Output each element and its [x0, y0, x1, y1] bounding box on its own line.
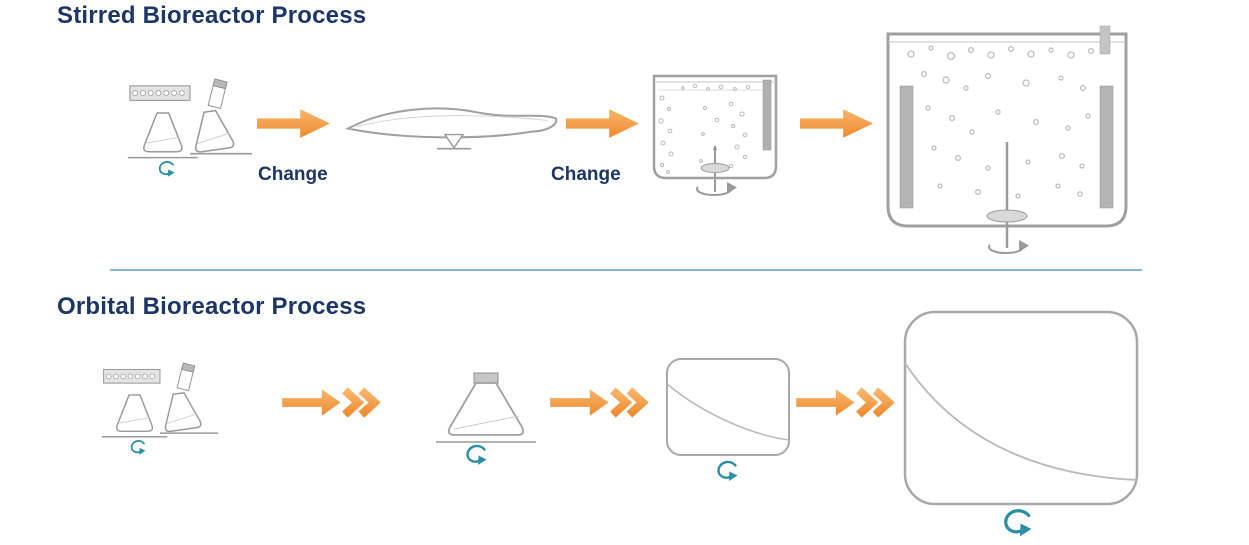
triple-chevron-arrow-icon: [796, 386, 902, 419]
stirred-tank-small-icon: [644, 68, 786, 200]
stirred-section-title: Stirred Bioreactor Process: [57, 2, 367, 29]
section-divider: [110, 269, 1142, 271]
orbital-section-title: Orbital Bioreactor Process: [57, 293, 367, 320]
capped-shake-flask-icon: [436, 372, 536, 460]
microplate-flasks-icon: [126, 78, 254, 179]
triple-chevron-arrow-icon: [550, 386, 656, 419]
process-arrow-icon: [257, 109, 330, 138]
orbital-bioreactor-small-icon: [663, 356, 793, 484]
triple-chevron-arrow-icon: [282, 386, 388, 419]
wave-rocker-bioreactor-icon: [347, 107, 558, 150]
stirred-tank-large-icon: [876, 24, 1138, 258]
change-label-2: Change: [551, 164, 621, 185]
microplate-flasks-icon: [100, 362, 220, 457]
change-label-1: Change: [258, 164, 328, 185]
process-arrow-icon: [800, 109, 873, 138]
process-arrow-icon: [566, 109, 639, 138]
orbital-bioreactor-large-icon: [901, 308, 1141, 544]
